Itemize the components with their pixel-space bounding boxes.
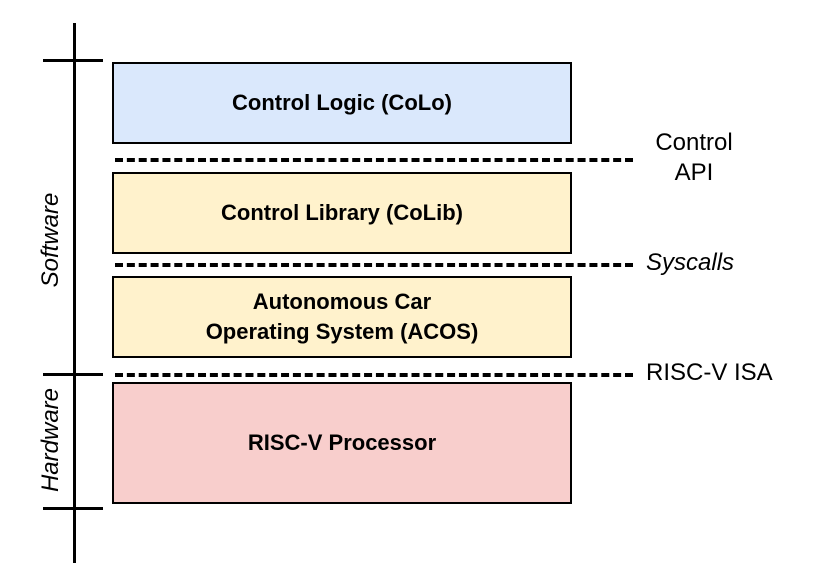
control-logic-label: Control Logic (CoLo) bbox=[232, 90, 452, 115]
hardware-label: Hardware bbox=[37, 387, 64, 493]
software-top-tick bbox=[43, 59, 103, 62]
hardware-bottom-tick bbox=[43, 507, 103, 510]
control-api-label-line-2: API bbox=[674, 159, 714, 186]
acos-box: Autonomous Car Operating System (ACOS) bbox=[112, 276, 572, 358]
syscalls-label: Syscalls bbox=[646, 249, 735, 276]
risc-v-processor-box: RISC-V Processor bbox=[112, 382, 572, 504]
control-logic-box: Control Logic (CoLo) bbox=[112, 62, 572, 144]
software-hardware-divider-tick bbox=[43, 373, 103, 376]
control-library-box: Control Library (CoLib) bbox=[112, 172, 572, 254]
control-api-label-line-1: Control bbox=[655, 129, 733, 156]
software-label: Software bbox=[37, 192, 64, 288]
acos-label-line-2: Operating System (ACOS) bbox=[205, 319, 479, 344]
syscalls-boundary bbox=[115, 263, 633, 267]
risc-v-isa-label: RISC-V ISA bbox=[646, 359, 773, 386]
control-library-label: Control Library (CoLib) bbox=[221, 200, 463, 225]
stack-axis-line bbox=[73, 23, 76, 563]
control-api-boundary bbox=[115, 158, 633, 162]
acos-label-line-1: Autonomous Car bbox=[252, 289, 432, 314]
isa-boundary bbox=[115, 373, 633, 377]
risc-v-processor-label: RISC-V Processor bbox=[247, 430, 437, 455]
control-api-label: Control API bbox=[640, 128, 748, 188]
